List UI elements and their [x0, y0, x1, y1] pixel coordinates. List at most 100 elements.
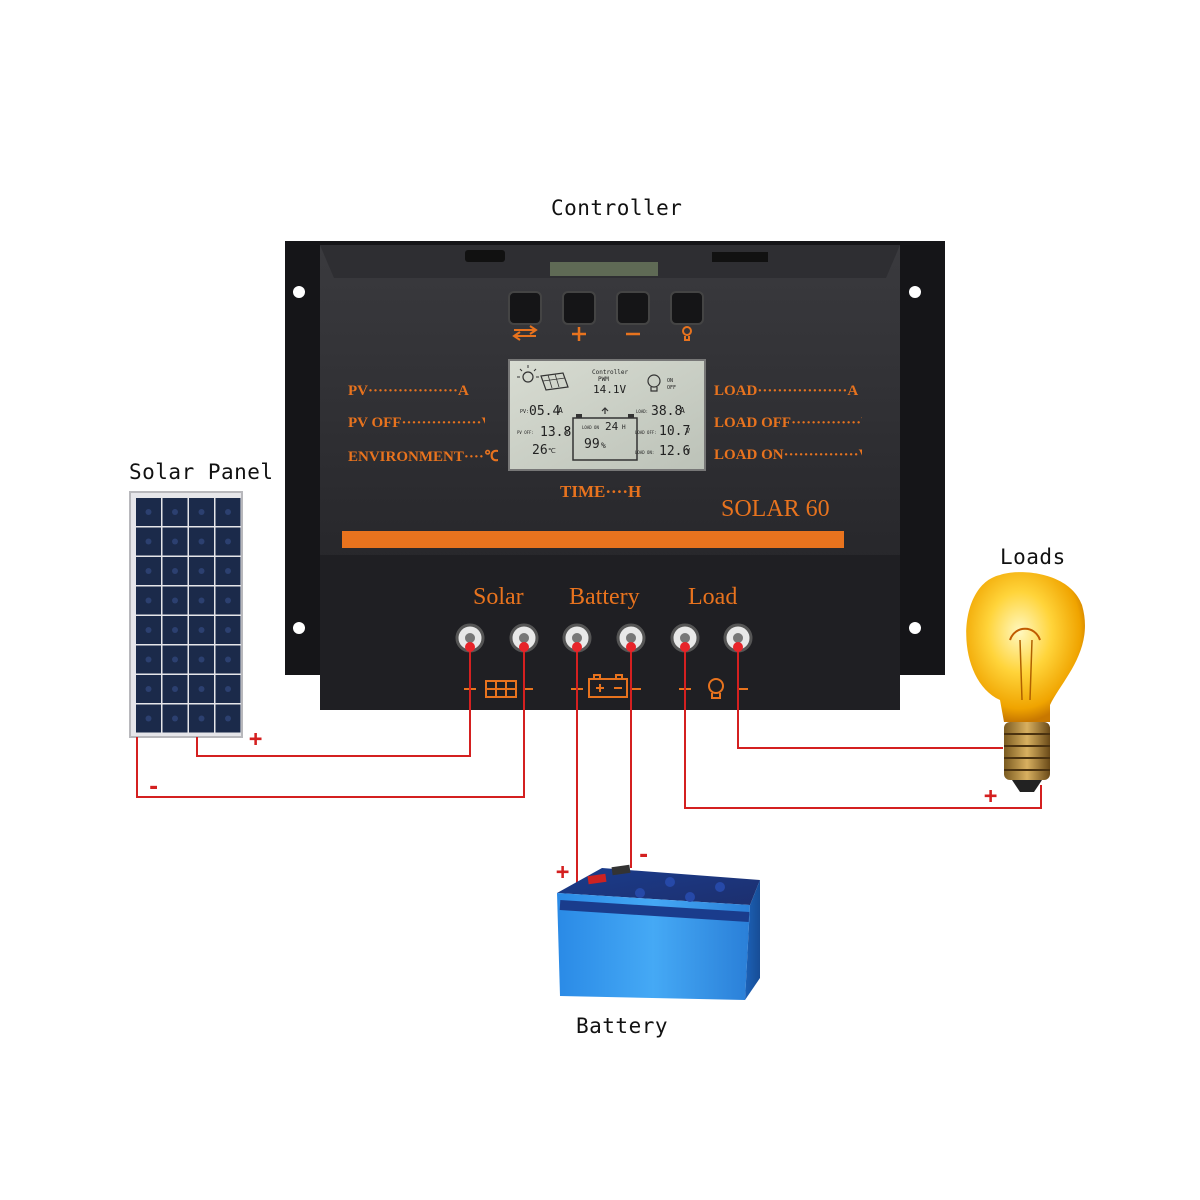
sign-panel-minus: -	[147, 775, 161, 800]
lcd-loadon-tag: LOAD ON	[582, 425, 599, 430]
param-load-on: LOAD ON···············V	[714, 447, 862, 463]
small-bulb-icon	[708, 678, 724, 699]
solar-cell-dot	[145, 538, 152, 545]
param-load: LOAD··················A	[714, 383, 859, 399]
solar-cell-dot	[172, 509, 178, 515]
param-pv-off: PV OFF················V	[348, 415, 485, 431]
terminal-group-battery: Battery	[569, 584, 640, 610]
solar-cell-dot	[145, 597, 152, 604]
solar-cell-dot	[225, 627, 231, 633]
solar-cell-dot	[198, 597, 205, 604]
solar-cell-dot	[145, 656, 152, 663]
solar-cell-dot	[145, 568, 152, 574]
lcd-loadoff-value: 10.7	[659, 424, 691, 439]
solar-cell-dot	[172, 597, 178, 604]
param-environment: ENVIRONMENT····℃	[348, 449, 498, 465]
battery-label: Battery	[576, 1014, 669, 1038]
solar-cell-dot	[198, 715, 205, 722]
lcd-battery-pct: 99	[584, 437, 600, 452]
solar-cell-dot	[225, 715, 231, 722]
lcd-pv-label: PV:	[520, 409, 530, 415]
solar-panel-label: Solar Panel	[129, 460, 274, 484]
lcd-mode: PWM	[598, 376, 609, 383]
lcd-hours-unit: H	[622, 424, 626, 431]
solar-cell-dot	[198, 686, 205, 692]
param-pv: PV··················A	[348, 383, 469, 399]
button-minus[interactable]	[616, 291, 650, 336]
solar-cell-dot	[225, 568, 231, 574]
lcd-onoff-bottom: OFF	[667, 385, 677, 391]
solar-cell-dot	[198, 538, 205, 545]
small-panel-icon	[485, 680, 517, 698]
lcd-load-value: 38.8	[651, 404, 683, 419]
solar-cell-dot	[225, 597, 231, 604]
lcd-header: Controller	[592, 369, 629, 376]
solar-cell-dot	[145, 686, 152, 692]
lcd-loadon-value: 12.6	[659, 444, 691, 459]
wire-terminal-dots	[465, 642, 743, 652]
sign-battery-minus: -	[637, 843, 651, 868]
solar-cell-dot	[145, 509, 152, 515]
param-time: TIME····H	[560, 482, 642, 501]
terminal-load-plus[interactable]	[670, 623, 700, 653]
lcd-pvoff-value: 13.8	[540, 425, 572, 440]
terminal-load-minus[interactable]	[723, 623, 753, 653]
lcd-loadon-unit: V	[686, 447, 691, 455]
terminal-group-load: Load	[688, 584, 738, 610]
accent-stripe	[342, 531, 844, 548]
solar-cell-dot	[198, 627, 205, 633]
lcd-pv-value: 05.4	[529, 404, 561, 419]
button-plus[interactable]	[562, 291, 596, 341]
small-battery-icon	[588, 674, 628, 698]
light-bulb-image	[966, 572, 1085, 792]
lcd-temp-unit: ℃	[548, 447, 556, 455]
lcd-loadoff-unit: V	[686, 427, 691, 435]
lcd-screen	[508, 359, 706, 471]
solar-cell-dot	[225, 686, 231, 692]
solar-cell-dot	[145, 715, 152, 722]
sign-panel-plus: +	[249, 727, 263, 752]
button-light[interactable]	[670, 291, 704, 341]
lcd-pv-unit: A	[558, 406, 563, 415]
lcd-pvoff-label: PV OFF:	[517, 430, 534, 435]
solar-cell-dot	[145, 627, 152, 633]
terminal-group-solar: Solar	[473, 584, 524, 610]
solar-cell-dot	[225, 656, 231, 663]
solar-panel	[129, 491, 243, 738]
lcd-load-unit: A	[680, 406, 685, 415]
wire-load-plus	[684, 647, 1042, 809]
terminals	[455, 623, 753, 653]
solar-cell-dot	[172, 627, 178, 633]
solar-cell-dot	[172, 715, 178, 722]
lcd-bulb-icon	[647, 374, 661, 392]
lcd-load-label: LOAD:	[636, 409, 649, 414]
loads-label: Loads	[1000, 545, 1066, 569]
sign-battery-plus: +	[556, 860, 570, 885]
lcd-pvoff-unit: V	[565, 428, 570, 436]
solar-cell-dot	[172, 656, 178, 663]
controller-body	[320, 245, 900, 710]
sign-load-plus: +	[984, 784, 998, 809]
lcd-temp-value: 26	[532, 443, 548, 458]
solar-cell-dot	[225, 509, 231, 515]
controller-label: Controller	[551, 196, 683, 220]
param-load-off: LOAD OFF··············V	[714, 415, 862, 431]
solar-cell-dot	[172, 538, 178, 545]
solar-cell-dot	[198, 509, 205, 515]
lcd-hours-value: 24	[605, 420, 619, 433]
solar-cell-dot	[198, 656, 205, 663]
solar-cell-dot	[172, 568, 178, 574]
wires	[136, 647, 1042, 886]
wire-load-minus	[737, 647, 1003, 749]
lcd-pct-unit: %	[601, 441, 606, 450]
wire-panel-minus	[136, 647, 525, 798]
lcd-loadoff-label: LOAD OFF:	[635, 430, 657, 435]
wire-panel-plus	[196, 647, 471, 757]
lcd-solar-icon	[517, 365, 569, 391]
solar-cell-dot	[225, 538, 231, 545]
lcd-loadon-label: LOAD ON:	[635, 450, 655, 455]
button-mode[interactable]	[508, 291, 542, 341]
solar-cell-dot	[198, 568, 205, 574]
terminal-icons	[464, 674, 748, 699]
